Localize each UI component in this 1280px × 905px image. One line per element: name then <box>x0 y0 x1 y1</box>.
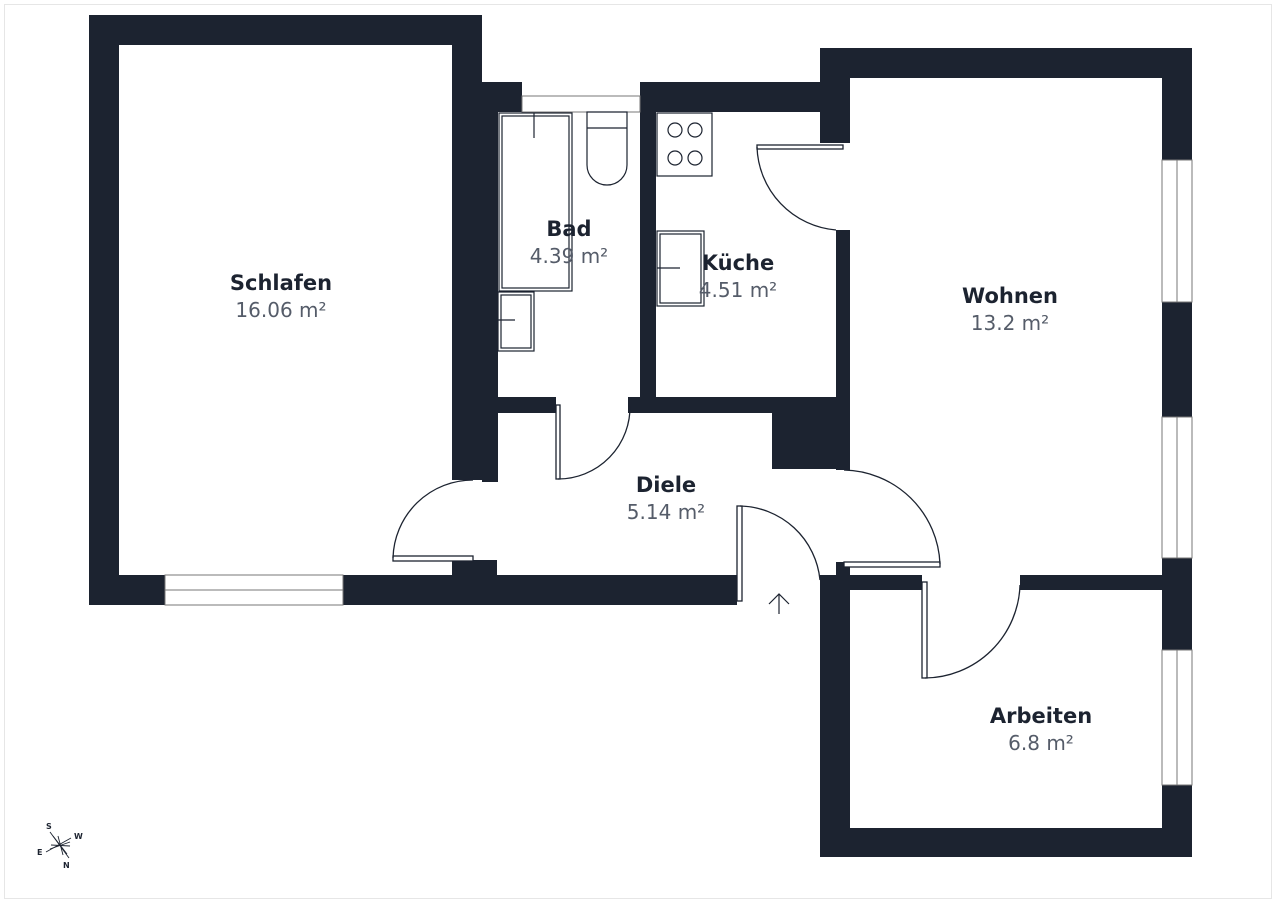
walls <box>89 15 1192 857</box>
room-name: Schlafen <box>229 271 333 295</box>
room-name: Wohnen <box>962 284 1058 308</box>
room-area: 4.39 m² <box>529 244 609 268</box>
compass-rose-icon <box>45 831 72 859</box>
room-area: 5.14 m² <box>626 500 706 524</box>
room-bad: Bad 4.39 m² <box>530 216 608 270</box>
room-area: 4.51 m² <box>698 278 778 302</box>
room-area: 6.8 m² <box>1008 731 1074 755</box>
fixtures <box>497 111 713 352</box>
room-name: Küche <box>701 251 775 275</box>
compass-east: E <box>37 848 43 857</box>
compass-south: S <box>46 822 52 831</box>
room-name: Bad <box>546 217 592 241</box>
compass-north: N <box>63 861 70 870</box>
compass: S W E N <box>30 822 90 874</box>
room-wohnen: Wohnen 13.2 m² <box>962 283 1058 337</box>
room-arbeiten: Arbeiten 6.8 m² <box>990 703 1092 757</box>
room-area: 13.2 m² <box>970 311 1050 335</box>
windows <box>164 95 1193 786</box>
plan-frame <box>4 4 1272 899</box>
room-name: Diele <box>635 473 697 497</box>
room-area: 16.06 m² <box>235 298 327 322</box>
room-name: Arbeiten <box>989 704 1093 728</box>
doors <box>392 144 1021 679</box>
arrow-up-icon <box>768 593 790 614</box>
room-kueche: Küche 4.51 m² <box>699 250 777 304</box>
compass-west: W <box>74 832 83 841</box>
room-diele: Diele 5.14 m² <box>627 472 705 526</box>
room-schlafen: Schlafen 16.06 m² <box>230 270 332 324</box>
